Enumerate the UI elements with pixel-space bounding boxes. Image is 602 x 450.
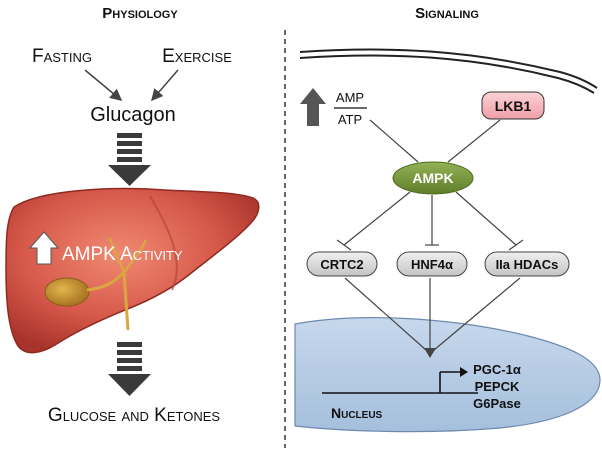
fasting-arrow	[84, 69, 123, 101]
ampk-activity-up-icon	[28, 231, 60, 265]
amp-label: AMP	[336, 90, 364, 105]
gene-pepck: PEPCK	[475, 379, 520, 394]
ampk-activity-label: AMPK Activity	[62, 244, 183, 265]
hdacs-node	[484, 251, 570, 277]
hnf4a-node	[396, 251, 468, 277]
lkb1-node	[481, 91, 545, 120]
ratio-to-ampk-line	[369, 119, 419, 163]
convergence-arrowhead	[424, 348, 436, 358]
gene-g6pase: G6Pase	[473, 396, 521, 411]
plasma-membrane	[299, 48, 598, 94]
target-to-nucleus-lines	[344, 277, 521, 351]
signaling-header: Signaling	[415, 5, 479, 22]
fasting-label: Fasting	[32, 46, 92, 67]
crtc2-label: CRTC2	[320, 257, 363, 272]
physiology-header: Physiology	[102, 5, 178, 22]
hdacs-label: IIa HDACs	[496, 257, 559, 272]
glucagon-label: Glucagon	[90, 104, 176, 126]
nucleus-body	[294, 317, 601, 433]
exercise-arrow	[151, 69, 179, 102]
liver-illustration	[5, 187, 260, 354]
hnf4a-label: HNF4α	[411, 257, 453, 272]
ampk-label: AMPK	[412, 170, 453, 186]
promoter-arrowhead	[460, 367, 468, 377]
ampk-node	[392, 161, 474, 195]
exercise-label: Exercise	[162, 46, 232, 67]
glucagon-to-liver-arrow	[108, 133, 151, 186]
ampk-inhibition-lines	[336, 191, 524, 251]
liver-to-output-arrow	[108, 342, 151, 396]
gene-promoter-icon	[322, 371, 478, 394]
gene-pgc1a: PGC-1α	[473, 362, 521, 377]
lkb1-to-ampk-line	[447, 119, 501, 163]
atp-label: ATP	[338, 112, 362, 127]
lkb1-label: LKB1	[495, 98, 532, 114]
glucose-ketones-label: Glucose and Ketones	[48, 405, 220, 426]
crtc2-node	[306, 251, 378, 277]
ratio-up-arrow-icon	[300, 88, 326, 126]
nucleus-label: Nucleus	[331, 405, 383, 421]
